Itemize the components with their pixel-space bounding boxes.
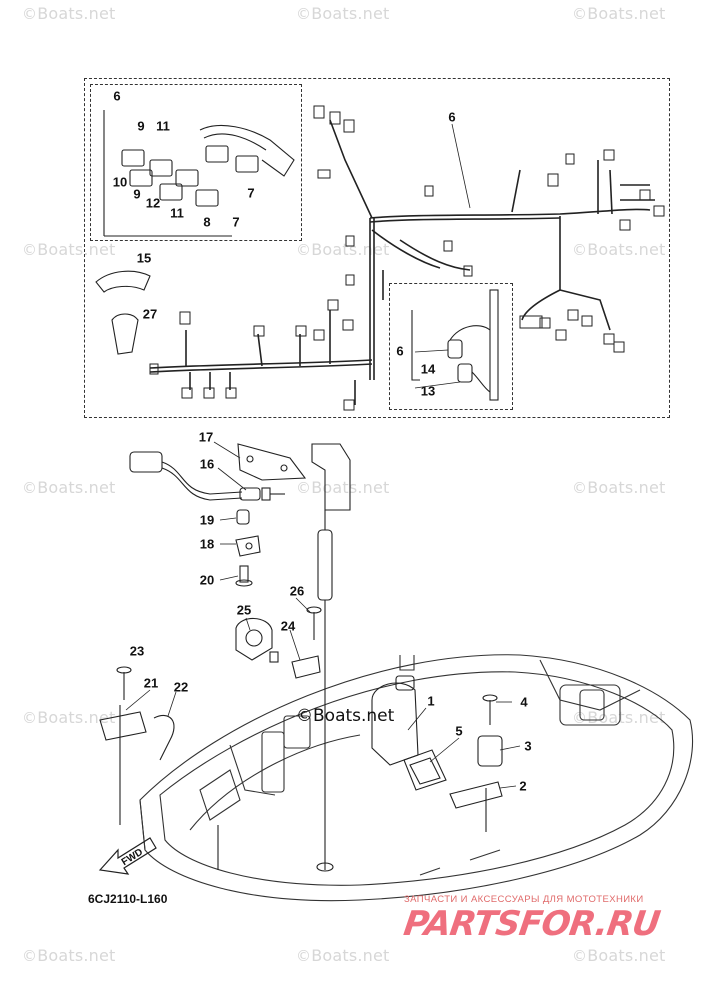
relay-group: [103, 110, 295, 237]
watermark-row2-right: Boats.net: [572, 240, 666, 259]
watermark-row4-left: Boats.net: [22, 708, 116, 727]
watermark-row3-right: Boats.net: [572, 478, 666, 497]
watermark-bottom-left: Boats.net: [22, 946, 116, 965]
connector-subassembly: [411, 289, 499, 401]
watermark-top-left: Boats.net: [22, 4, 116, 23]
leader-lines: [125, 123, 521, 789]
callout-13: 13: [420, 383, 436, 399]
callout-12: 12: [145, 195, 161, 211]
callout-14: 14: [420, 361, 436, 377]
callout-2: 2: [519, 778, 527, 794]
watermark-bottom-center: Boats.net: [296, 946, 390, 965]
watermark-row4-right: Boats.net: [572, 708, 666, 727]
plate-17: [237, 443, 307, 481]
clamp-parts: [235, 606, 322, 679]
callout-8: 8: [203, 214, 211, 230]
callout-22: 22: [173, 679, 189, 695]
callout-24: 24: [280, 618, 296, 634]
cable-16: [129, 451, 285, 501]
callout-1: 1: [427, 693, 435, 709]
watermark-bottom-right: Boats.net: [572, 946, 666, 965]
right-side-parts: [371, 675, 503, 832]
callout-25: 25: [236, 602, 252, 618]
callout-11-bottom: 11: [170, 205, 184, 221]
callout-6-connector: 6: [396, 343, 404, 359]
connector-subassembly-box: [389, 283, 513, 410]
callout-21: 21: [143, 675, 159, 691]
callout-5: 5: [455, 723, 463, 739]
callout-6-harness: 6: [448, 109, 456, 125]
watermark-row3-left: Boats.net: [22, 478, 116, 497]
center-watermark: Boats.net: [296, 706, 394, 726]
callout-27: 27: [142, 306, 158, 322]
watermark-top-center: Boats.net: [296, 4, 390, 23]
relay-subassembly-box: [90, 84, 302, 241]
lower-cowling: [139, 654, 694, 902]
small-parts-column: [235, 509, 261, 587]
watermark-row2-left: Boats.net: [22, 240, 116, 259]
brand-logo: PARTSFOR.RU: [401, 904, 662, 944]
callout-19: 19: [199, 512, 215, 528]
callout-20: 20: [199, 572, 215, 588]
callout-7-top: 7: [247, 185, 255, 201]
callout-11-top: 11: [156, 118, 170, 134]
clips: [95, 270, 151, 355]
callout-3: 3: [524, 738, 532, 754]
callout-6-relays: 6: [113, 88, 121, 104]
harness-main: [149, 119, 655, 405]
fwd-arrow: [98, 837, 157, 875]
callout-26: 26: [289, 583, 305, 599]
callout-10: 10: [112, 174, 128, 190]
wiring-harness-group-box: [84, 78, 670, 418]
connector-tags: [149, 105, 665, 411]
watermark-top-right: Boats.net: [572, 4, 666, 23]
brand-tagline: ЗАПЧАСТИ И АКСЕССУАРЫ ДЛЯ МОТОТЕХНИКИ: [404, 894, 644, 905]
callout-23: 23: [129, 643, 145, 659]
left-bracket-parts: [99, 666, 219, 870]
callout-9-top: 9: [137, 118, 145, 134]
callout-18: 18: [199, 536, 215, 552]
diagram-code: 6CJ2110-L160: [88, 892, 168, 906]
callout-16: 16: [199, 456, 215, 472]
bracket-assembly: [311, 443, 351, 872]
callout-17: 17: [198, 429, 214, 445]
callout-7-bottom: 7: [232, 214, 240, 230]
callout-9-bottom: 9: [133, 186, 141, 202]
callout-15: 15: [136, 250, 152, 266]
callout-4: 4: [520, 694, 528, 710]
